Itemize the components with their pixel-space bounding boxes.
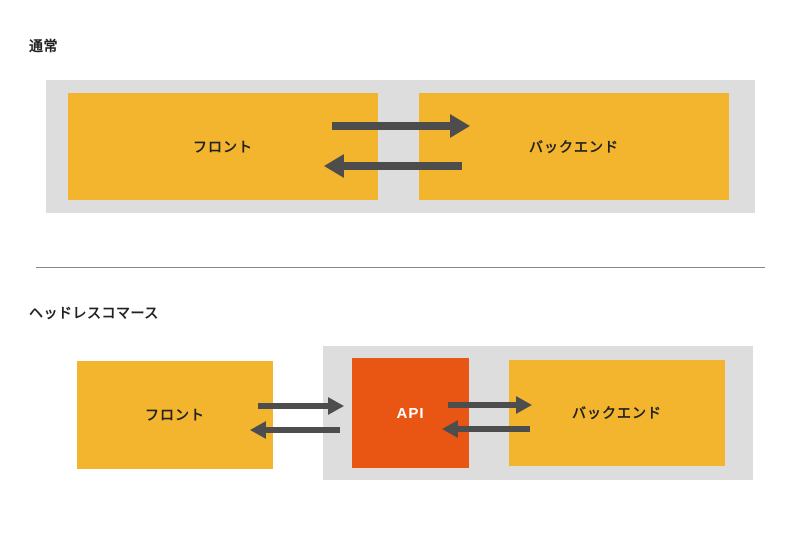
headless-section-title: ヘッドレスコマース: [29, 306, 159, 322]
headless-front-api-arrow-left-icon: [250, 421, 340, 439]
normal-backend-box: バックエンド: [419, 93, 729, 200]
normal-front-label: フロント: [193, 139, 253, 156]
headless-backend-label: バックエンド: [572, 406, 662, 422]
headless-api-label: API: [396, 404, 425, 422]
headless-front-label: フロント: [145, 408, 205, 424]
normal-section-title: 通常: [29, 39, 58, 55]
normal-front-box: フロント: [68, 93, 378, 200]
headless-front-box: フロント: [77, 361, 273, 469]
headless-api-backend-arrow-left-icon: [442, 420, 530, 438]
normal-arrow-left-icon: [324, 154, 462, 178]
headless-api-backend-arrow-right-icon: [448, 396, 532, 414]
headless-front-api-arrow-right-icon: [258, 397, 344, 415]
normal-backend-label: バックエンド: [529, 139, 619, 156]
headless-backend-box: バックエンド: [509, 360, 725, 466]
headless-api-box: API: [352, 358, 469, 468]
section-divider: [36, 267, 765, 268]
normal-arrow-right-icon: [332, 114, 470, 138]
